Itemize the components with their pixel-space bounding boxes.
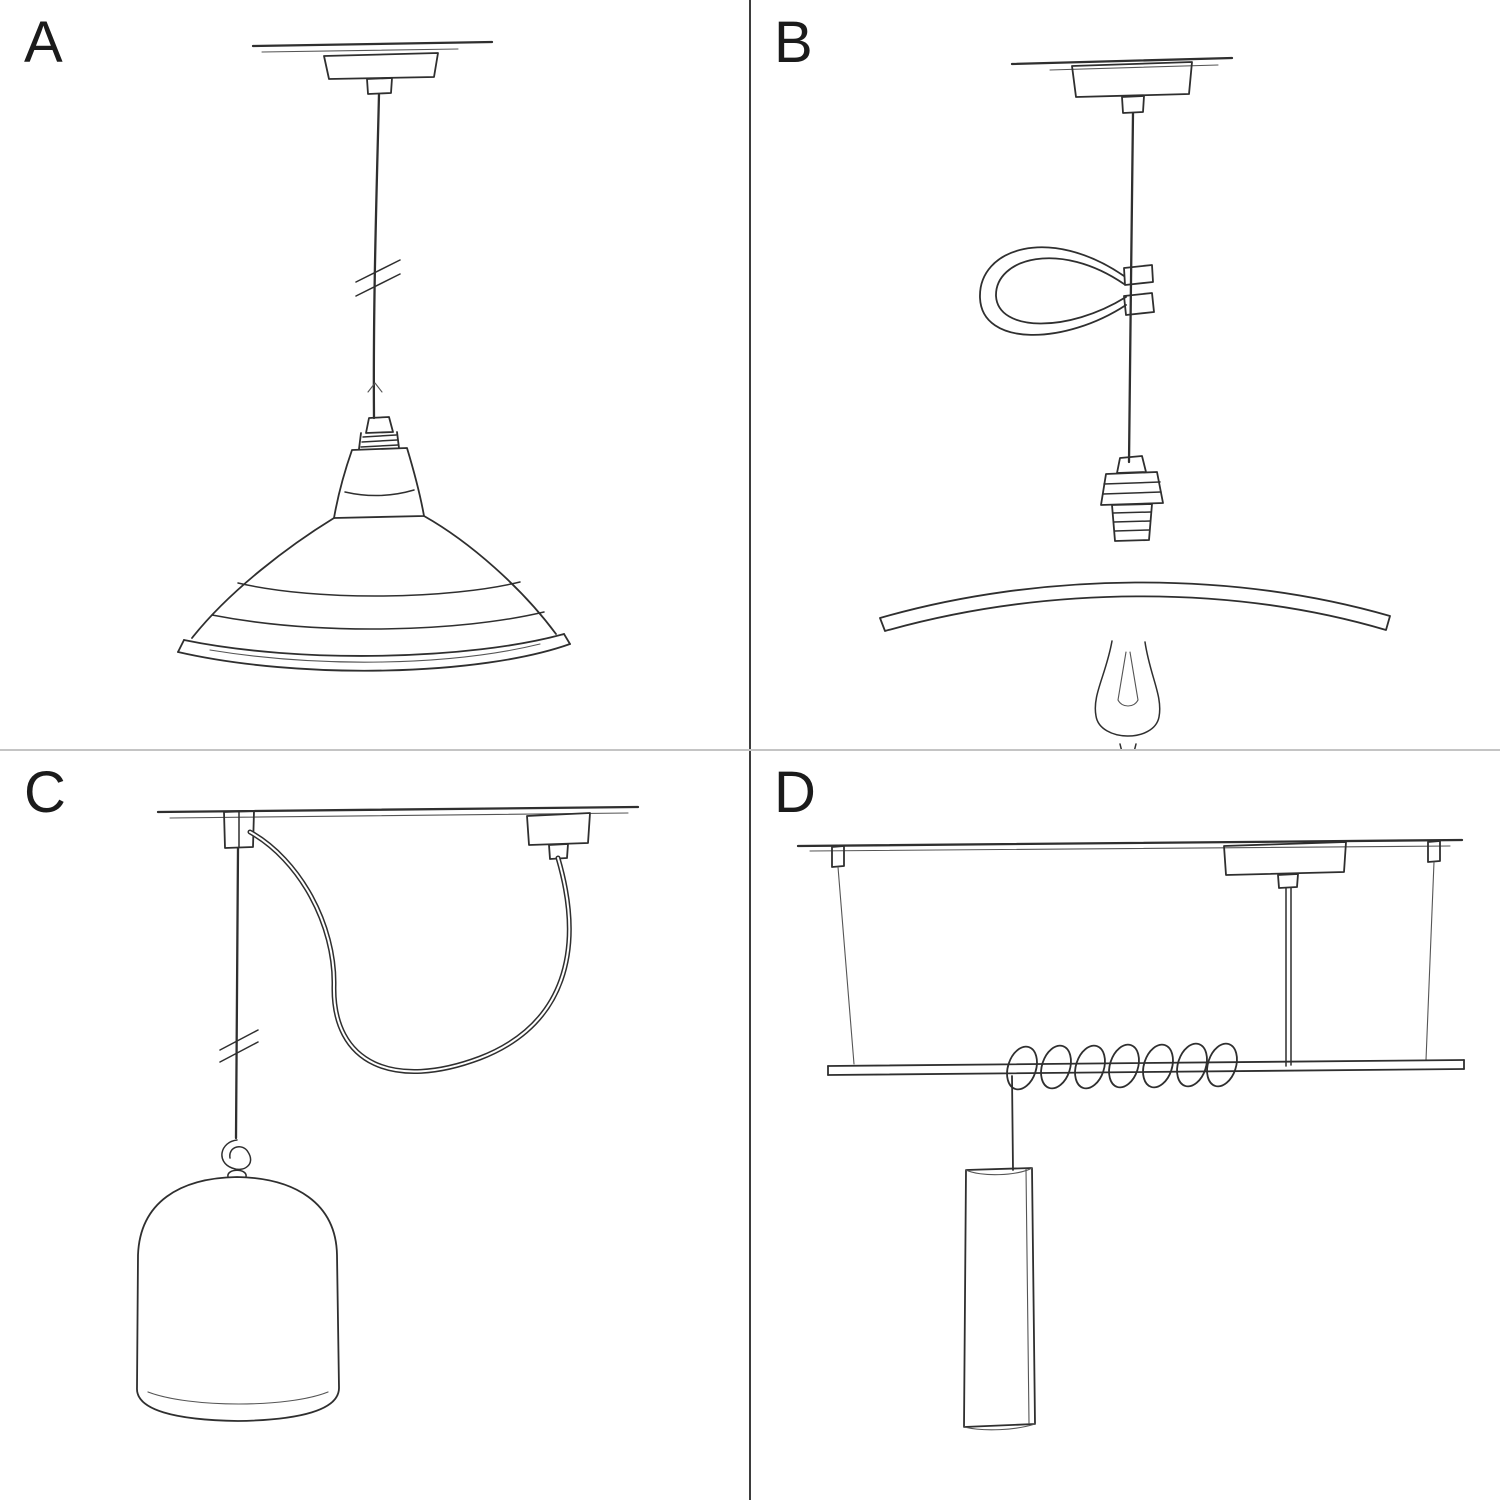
lamp-holder bbox=[333, 416, 425, 519]
horizontal-divider bbox=[0, 749, 1500, 751]
ceiling-line bbox=[1010, 56, 1234, 71]
drop-cable bbox=[219, 846, 259, 1140]
ceiling-rose bbox=[1071, 61, 1193, 114]
flat-plate-shade bbox=[879, 581, 1391, 632]
pendant-industrial-bistro-shade-sketch bbox=[177, 40, 571, 672]
tube-shade bbox=[963, 1167, 1036, 1431]
bell-shade bbox=[136, 1169, 340, 1422]
panel-d: D bbox=[750, 750, 1500, 1500]
swag-pendant-bell-cloche-shade-sketch bbox=[136, 805, 640, 1422]
cable-loop bbox=[979, 246, 1127, 336]
pendant-cable bbox=[1127, 111, 1135, 464]
ceiling-rose bbox=[323, 52, 439, 95]
lamp-holder bbox=[1100, 455, 1164, 542]
industrial-shade bbox=[177, 515, 571, 672]
ceiling-rose bbox=[526, 812, 591, 860]
horizontal-bar bbox=[827, 1059, 1465, 1076]
ceiling-rose bbox=[1223, 841, 1347, 889]
panel-label-d: D bbox=[774, 760, 817, 825]
panel-b: B bbox=[750, 0, 1500, 750]
cable-knot bbox=[221, 1139, 252, 1171]
panel-c: C bbox=[0, 750, 750, 1500]
cable-clip bbox=[1123, 264, 1155, 316]
ceiling-line bbox=[251, 40, 494, 53]
coiled-cable bbox=[1006, 1042, 1238, 1091]
swag-hook bbox=[223, 810, 255, 849]
right-suspension-cable bbox=[1425, 840, 1441, 1061]
pendant-flat-plate-shade-bulb-cable-clip-sketch bbox=[879, 56, 1391, 750]
panel-label-b: B bbox=[774, 10, 814, 75]
panel-label-a: A bbox=[24, 10, 64, 75]
panel-label-c: C bbox=[24, 760, 67, 825]
swag-cable bbox=[247, 829, 572, 1074]
light-bulb bbox=[1094, 640, 1161, 750]
drop-cable bbox=[1011, 1075, 1014, 1171]
panel-a: A bbox=[0, 0, 750, 750]
pendant-cable bbox=[355, 92, 401, 420]
ceiling-line bbox=[796, 838, 1464, 852]
bar-suspension-coiled-cable-tube-shade-sketch bbox=[796, 838, 1465, 1431]
left-suspension-cable bbox=[831, 845, 855, 1065]
center-stem-rod bbox=[1285, 887, 1292, 1067]
